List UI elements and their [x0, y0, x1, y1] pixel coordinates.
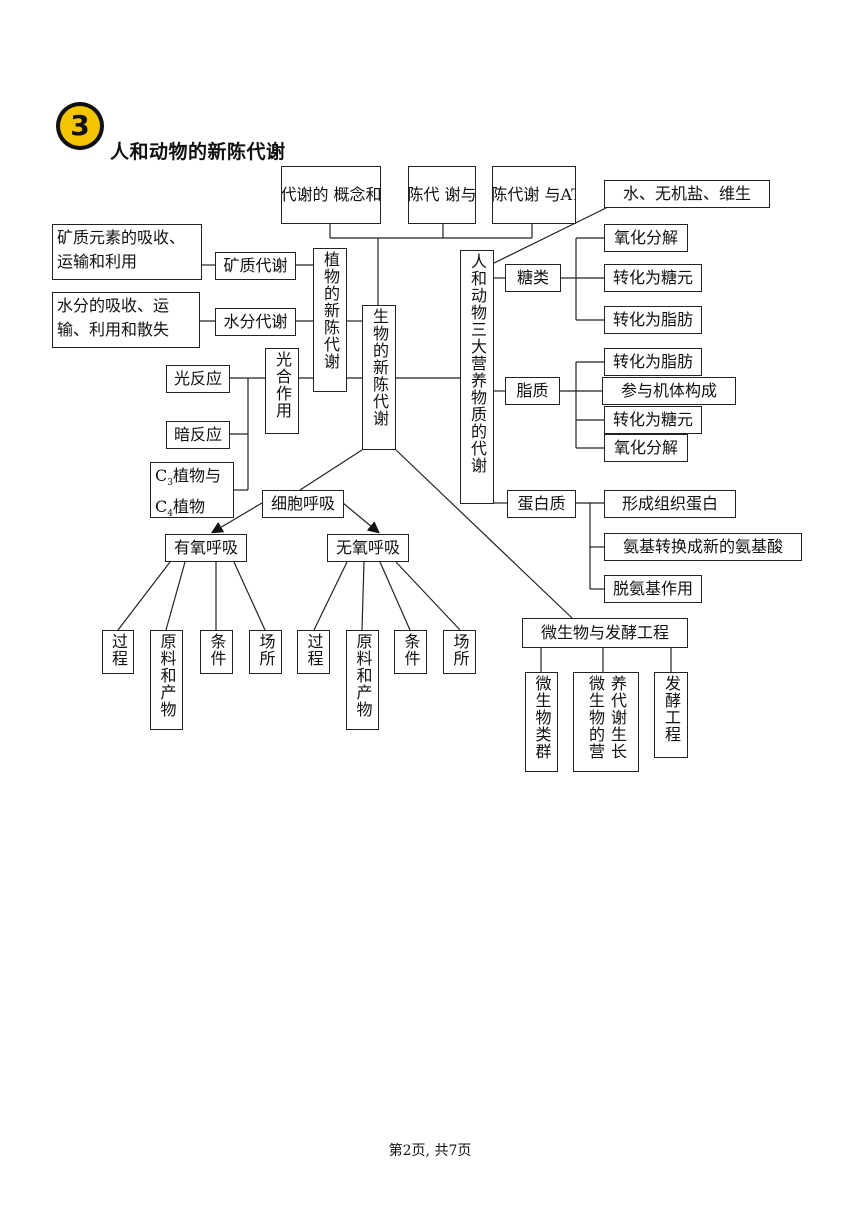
page-footer: 第2页, 共7页	[388, 1143, 472, 1159]
three-nutrients-box: 人和动物三大营养物质的代谢	[460, 250, 494, 504]
atp-box: 新陈代谢 与ATP	[492, 166, 576, 224]
aerobic-process-box: 过程	[102, 630, 134, 674]
concept-types-box: 新陈代谢的 概念和类型	[281, 166, 381, 224]
lipid-oxidation-box: 氧化分解	[604, 434, 688, 462]
microbe-fermentation-box: 微生物与发酵工程	[522, 618, 688, 648]
lipid-to-fat-box: 转化为脂肪	[604, 348, 702, 376]
mineral-detail-box: 矿质元素的吸收、 运输和利用	[52, 224, 202, 280]
photosynthesis-box: 光合作用	[265, 348, 299, 434]
anaerobic-respiration-box: 无氧呼吸	[327, 534, 409, 562]
sugar-box: 糖类	[505, 264, 561, 292]
plant-metabolism-box: 植物的新陈代谢	[313, 248, 347, 392]
aerobic-site-box: 场所	[249, 630, 282, 674]
lipid-box: 脂质	[505, 377, 560, 405]
dark-reaction-box: 暗反应	[166, 421, 230, 449]
section-number: 3	[70, 109, 90, 142]
center-metabolism-box: 生物的新陈代谢	[362, 305, 396, 450]
enzyme-box: 新陈代 谢与酶	[408, 166, 476, 224]
light-reaction-box: 光反应	[166, 365, 230, 393]
mineral-metabolism-box: 矿质代谢	[215, 252, 296, 280]
aerobic-respiration-box: 有氧呼吸	[165, 534, 247, 562]
microbe-nutrition-box: 微生物的营养代谢生长	[573, 672, 639, 772]
anaerobic-site-box: 场所	[443, 630, 476, 674]
transamination-box: 氨基转换成新的氨基酸	[604, 533, 802, 561]
lipid-to-glycogen-box: 转化为糖元	[604, 406, 702, 434]
lipid-body-structure-box: 参与机体构成	[602, 377, 736, 405]
section-title: 人和动物的新陈代谢	[110, 141, 286, 163]
water-detail-box: 水分的吸收、运 输、利用和散失	[52, 292, 200, 348]
cell-respiration-box: 细胞呼吸	[262, 490, 344, 518]
anaerobic-material-box: 原料和产物	[346, 630, 379, 730]
sugar-to-glycogen-box: 转化为糖元	[604, 264, 702, 292]
anaerobic-condition-box: 条件	[394, 630, 427, 674]
aerobic-material-box: 原料和产物	[150, 630, 183, 730]
deamination-box: 脱氨基作用	[604, 575, 702, 603]
aerobic-condition-box: 条件	[200, 630, 233, 674]
protein-box: 蛋白质	[507, 490, 576, 518]
section-number-badge: 3	[56, 102, 104, 150]
anaerobic-process-box: 过程	[297, 630, 330, 674]
fermentation-engineering-box: 发酵工程	[654, 672, 688, 758]
sugar-oxidation-box: 氧化分解	[604, 224, 688, 252]
water-salt-vitamin-box: 水、无机盐、维生	[604, 180, 770, 208]
microbe-groups-box: 微生物类群	[525, 672, 558, 772]
sugar-to-fat-box: 转化为脂肪	[604, 306, 702, 334]
tissue-protein-box: 形成组织蛋白	[604, 490, 736, 518]
water-metabolism-box: 水分代谢	[215, 308, 296, 336]
